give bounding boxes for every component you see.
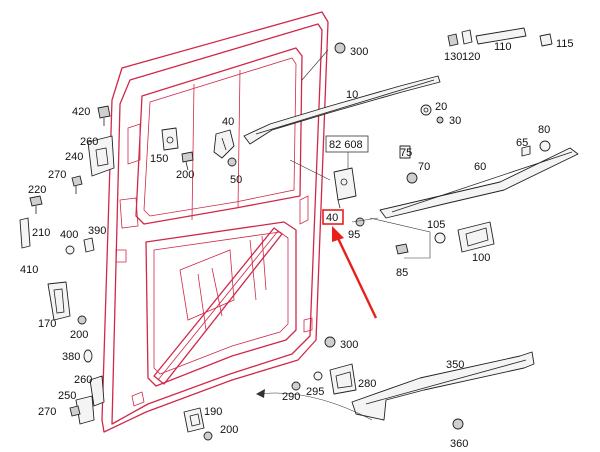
red-pointer-arrow (332, 226, 378, 319)
label-360: 360 (450, 438, 468, 450)
label-270-upper: 270 (48, 169, 66, 181)
label-50: 50 (230, 174, 242, 186)
label-70: 70 (418, 161, 430, 173)
label-270-lower: 270 (38, 406, 56, 418)
label-150: 150 (150, 153, 168, 165)
highlight-label-box (322, 209, 344, 225)
label-250: 250 (58, 390, 76, 402)
label-120: 120 (462, 51, 480, 63)
label-200-lower: 200 (220, 424, 238, 436)
label-420: 420 (72, 106, 90, 118)
label-280: 280 (358, 378, 376, 390)
label-105: 105 (427, 219, 445, 231)
label-260-upper: 260 (80, 136, 98, 148)
label-210: 210 (32, 227, 50, 239)
label-100: 100 (472, 252, 490, 264)
label-95: 95 (348, 229, 360, 241)
door-parts (19, 27, 579, 441)
label-220: 220 (28, 184, 46, 196)
assembly-label-box (325, 135, 369, 153)
label-260-lower: 260 (74, 374, 92, 386)
label-350: 350 (446, 359, 464, 371)
label-300-lower: 300 (340, 339, 358, 351)
label-300-top: 300 (350, 46, 368, 58)
label-65: 65 (516, 137, 528, 149)
highlight-label: 40 (326, 212, 338, 224)
label-75: 75 (400, 147, 412, 159)
label-10: 10 (346, 89, 358, 101)
label-190: 190 (204, 406, 222, 418)
label-200-upper: 200 (176, 169, 194, 181)
label-380: 380 (62, 351, 80, 363)
label-60: 60 (474, 161, 486, 173)
trim-mount-arrowhead (256, 389, 265, 398)
sliding-door-shell (101, 11, 329, 433)
trim-mount-arrow (257, 392, 373, 421)
label-40-upper: 40 (222, 116, 234, 128)
label-110: 110 (494, 41, 512, 53)
part-number-labels: 300 10 20 30 130 120 110 115 40 420 260 … (20, 38, 574, 450)
label-200-left: 200 (70, 329, 88, 341)
label-240: 240 (65, 151, 83, 163)
label-80: 80 (538, 124, 550, 136)
label-130: 130 (444, 51, 462, 63)
assembly-label: 82 608 (329, 139, 363, 151)
label-400: 400 (60, 229, 78, 241)
label-410: 410 (20, 264, 38, 276)
label-290: 290 (282, 391, 300, 403)
label-20: 20 (435, 101, 447, 113)
label-85: 85 (396, 267, 408, 279)
label-115: 115 (556, 38, 574, 50)
label-30: 30 (449, 115, 461, 127)
label-390: 390 (88, 225, 106, 237)
label-170: 170 (38, 318, 56, 330)
label-295: 295 (306, 386, 324, 398)
